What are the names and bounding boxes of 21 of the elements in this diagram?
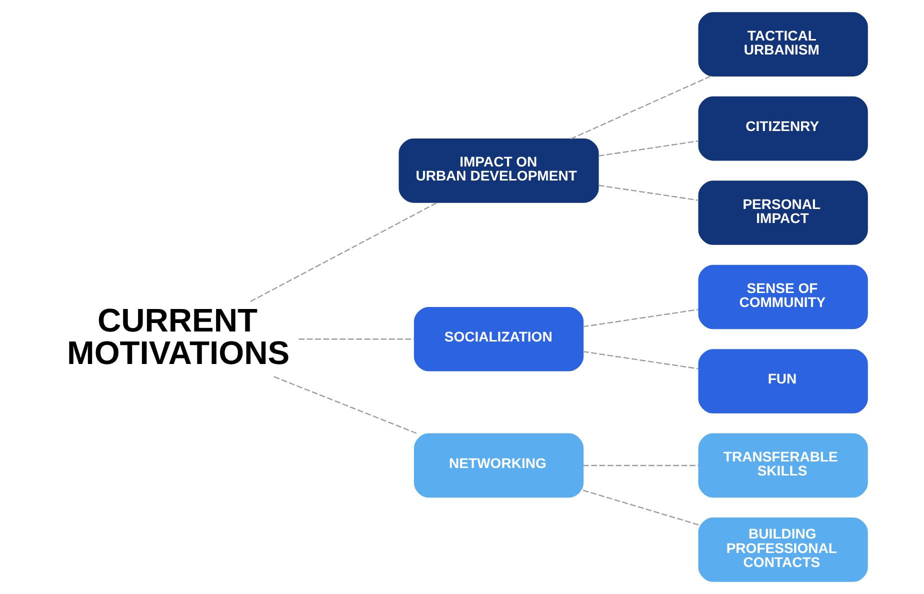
node-box: IMPACT ON URBAN DEVELOPMENT — [398, 138, 598, 203]
node-box: SOCIALIZATION — [413, 306, 584, 372]
node-box: BUILDING PROFESSIONAL CONTACTS — [698, 518, 868, 582]
connector — [570, 75, 711, 140]
node-box: CITIZENRY — [698, 96, 868, 161]
node-box: FUN — [698, 349, 868, 414]
connector — [273, 376, 418, 434]
node-box: TRANSFERABLE SKILLS — [698, 433, 868, 498]
connector — [582, 350, 698, 370]
node-box: PERSONAL IMPACT — [698, 180, 868, 245]
node-box: SENSE OF COMMUNITY — [698, 264, 868, 330]
connector — [582, 308, 698, 328]
connector — [582, 490, 698, 526]
connector — [598, 140, 698, 156]
node-box: TACTICAL URBANISM — [698, 12, 868, 76]
connector — [598, 184, 698, 201]
node-text: CURRENT MOTIVATIONS — [66, 301, 290, 372]
connector — [582, 464, 698, 466]
connector — [250, 202, 438, 302]
node-box: NETWORKING — [413, 433, 584, 498]
connector — [298, 338, 414, 340]
